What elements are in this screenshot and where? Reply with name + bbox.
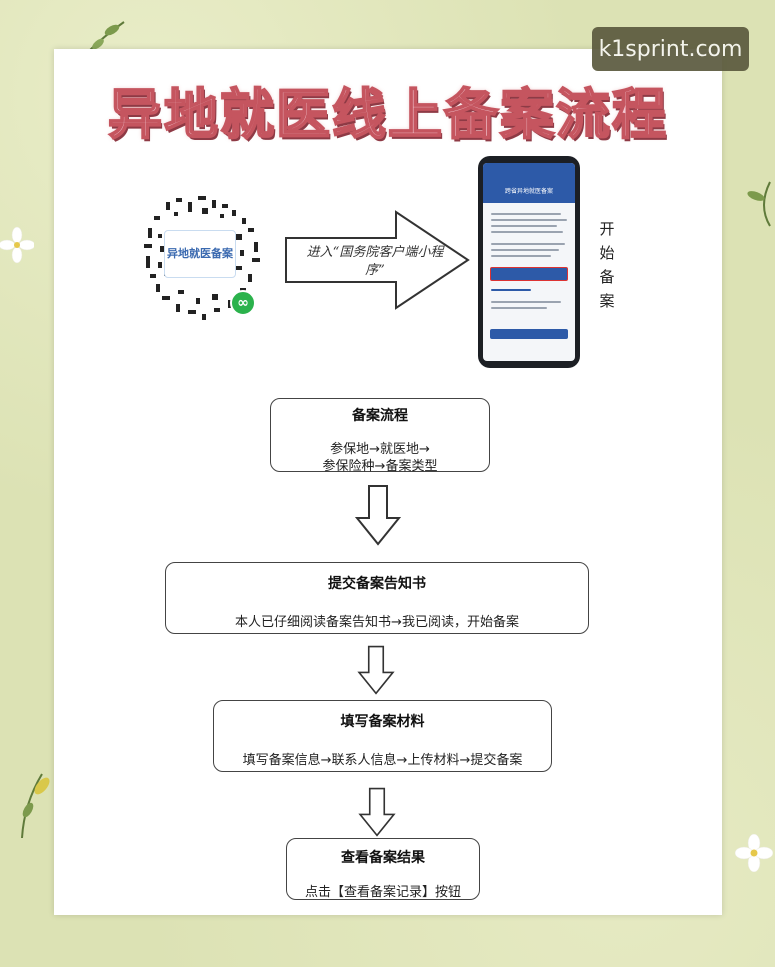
start-filing-vertical-text: 开 始 备 案 (596, 217, 618, 313)
down-arrow-icon (355, 485, 401, 546)
phone-text-line (491, 301, 561, 303)
leaf-branch-icon (21, 773, 50, 839)
page-title: 异地就医线上备案流程 (107, 82, 668, 147)
flower-icon (735, 834, 773, 872)
phone-text-line (491, 243, 565, 245)
side-char: 案 (599, 292, 615, 310)
phone-text-line (491, 255, 551, 257)
step-body-line: 填写备案信息→联系人信息→上传材料→提交备案 (242, 753, 523, 768)
step-body-line: 点击【查看备案记录】按钮 (304, 885, 461, 900)
phone-text-line (491, 249, 559, 251)
phone-subtitle-line (491, 289, 531, 291)
arrow-instruction-text: 进入“国务院客户端小程序” (306, 245, 444, 278)
step-box-view-result: 查看备案结果 点击【查看备案记录】按钮 (286, 838, 480, 900)
step-title: 备案流程 (352, 408, 408, 424)
down-arrow-icon (358, 787, 396, 837)
flower-icon (0, 226, 34, 264)
step-body-line: 参保地→就医地→ (330, 442, 430, 457)
step-box-submit-notice: 提交备案告知书 本人已仔细阅读备案告知书→我已阅读，开始备案 (165, 562, 589, 634)
phone-bottom-button[interactable] (490, 329, 568, 339)
right-arrow-icon (285, 210, 470, 310)
side-char: 始 (599, 244, 615, 262)
phone-header: 跨省异地就医备案 (483, 163, 575, 203)
down-arrow-icon (357, 645, 395, 695)
step-body-line: 参保险种→备案类型 (322, 459, 438, 474)
side-char: 备 (599, 268, 615, 286)
phone-text-line (491, 225, 557, 227)
step-title: 查看备案结果 (341, 850, 425, 866)
watermark: k1sprint.com (592, 27, 749, 71)
leaf-branch-icon (747, 181, 771, 227)
phone-text-line (491, 219, 567, 221)
phone-text-line (491, 213, 561, 215)
step-body-line: 本人已仔细阅读备案告知书→我已阅读，开始备案 (235, 615, 519, 630)
step-box-fill-materials: 填写备案材料 填写备案信息→联系人信息→上传材料→提交备案 (213, 700, 552, 772)
phone-text-line (491, 307, 547, 309)
phone-mockup: 跨省异地就医备案 (478, 156, 580, 368)
step-title: 提交备案告知书 (328, 576, 426, 592)
phone-text-line (491, 231, 563, 233)
phone-screen: 跨省异地就医备案 (483, 163, 575, 361)
phone-start-button[interactable] (490, 267, 568, 281)
wechat-miniprogram-icon: ∞ (230, 290, 256, 316)
side-char: 开 (599, 220, 615, 238)
poster-paper (54, 49, 722, 915)
step-box-filing-process: 备案流程 参保地→就医地→ 参保险种→备案类型 (270, 398, 490, 474)
qr-center-label: 异地就医备案 (164, 230, 236, 278)
step-title: 填写备案材料 (340, 714, 425, 730)
